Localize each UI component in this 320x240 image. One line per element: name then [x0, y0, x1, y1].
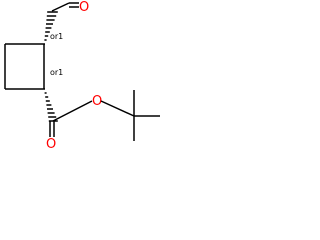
ester-ether-oxygen-label: O [92, 94, 102, 109]
hashed-wedge-group [44, 11, 58, 122]
tert-butyl-group [133, 90, 160, 141]
molecule-structure: O O O or1 or1 [4, 0, 160, 148]
cyclobutane-ring [4, 43, 45, 90]
hashed-wedge-bond-aldehyde [44, 11, 58, 45]
stereo-label-c1: or1 [50, 32, 63, 41]
aldehyde-group: O [51, 0, 89, 15]
hashed-wedge-bond-ester [44, 88, 58, 122]
ester-carbonyl-oxygen-label: O [46, 137, 56, 148]
aldehyde-oxygen-label: O [79, 0, 89, 15]
aldehyde-ch-bond [51, 2, 70, 12]
stereo-label-c2: or1 [50, 68, 63, 77]
o-tbutyl-bond [100, 100, 135, 117]
ester-group: O O [46, 94, 135, 148]
ester-c-o-bond [52, 100, 93, 122]
